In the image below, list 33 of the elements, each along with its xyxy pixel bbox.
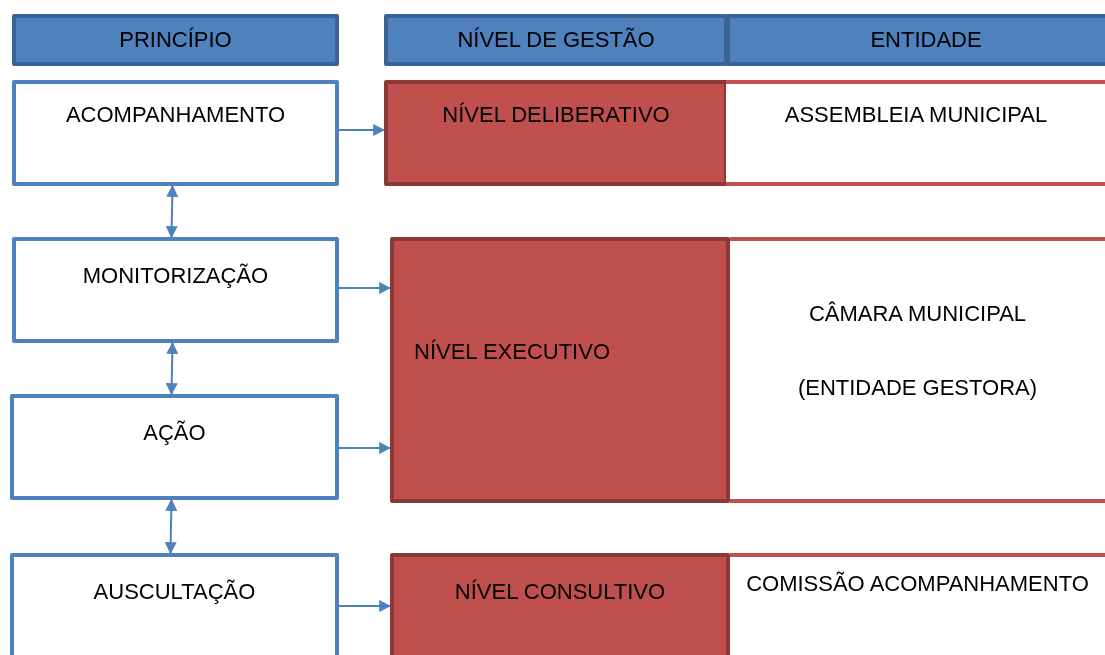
box-label: AUSCULTAÇÃO xyxy=(92,579,257,605)
arrow xyxy=(338,442,392,454)
box-label: COMISSÃO ACOMPANHAMENTO xyxy=(745,571,1090,597)
arrow xyxy=(338,124,386,136)
arrow xyxy=(165,184,179,239)
box-label: AÇÃO xyxy=(142,420,207,446)
principle-box xyxy=(12,237,339,343)
box-label: ASSEMBLEIA MUNICIPAL xyxy=(783,102,1049,128)
box-label: NÍVEL DE GESTÃO xyxy=(456,27,656,53)
level-box xyxy=(390,237,730,503)
arrow xyxy=(338,600,392,612)
entity-box xyxy=(726,80,1105,186)
box-label: CÂMARA MUNICIPAL xyxy=(807,301,1028,327)
box-label: ACOMPANHAMENTO xyxy=(64,102,287,128)
box-label: NÍVEL DELIBERATIVO xyxy=(441,102,671,128)
box-label: MONITORIZAÇÃO xyxy=(81,263,270,289)
principle-box xyxy=(10,553,339,655)
column-header xyxy=(384,14,728,66)
arrow xyxy=(338,282,392,294)
level-box xyxy=(384,80,728,186)
entity-box xyxy=(730,237,1105,503)
column-header xyxy=(12,14,339,66)
box-label: (ENTIDADE GESTORA) xyxy=(796,375,1039,401)
column-header xyxy=(726,14,1105,66)
principle-box xyxy=(10,394,339,500)
box-label: ENTIDADE xyxy=(869,27,983,53)
box-label: NÍVEL CONSULTIVO xyxy=(453,579,667,605)
arrow xyxy=(165,341,179,396)
principle-box xyxy=(12,80,339,186)
level-box xyxy=(390,553,730,655)
box-label: PRINCÍPIO xyxy=(118,27,233,53)
box-label: NÍVEL EXECUTIVO xyxy=(414,339,611,365)
arrow xyxy=(164,498,178,555)
